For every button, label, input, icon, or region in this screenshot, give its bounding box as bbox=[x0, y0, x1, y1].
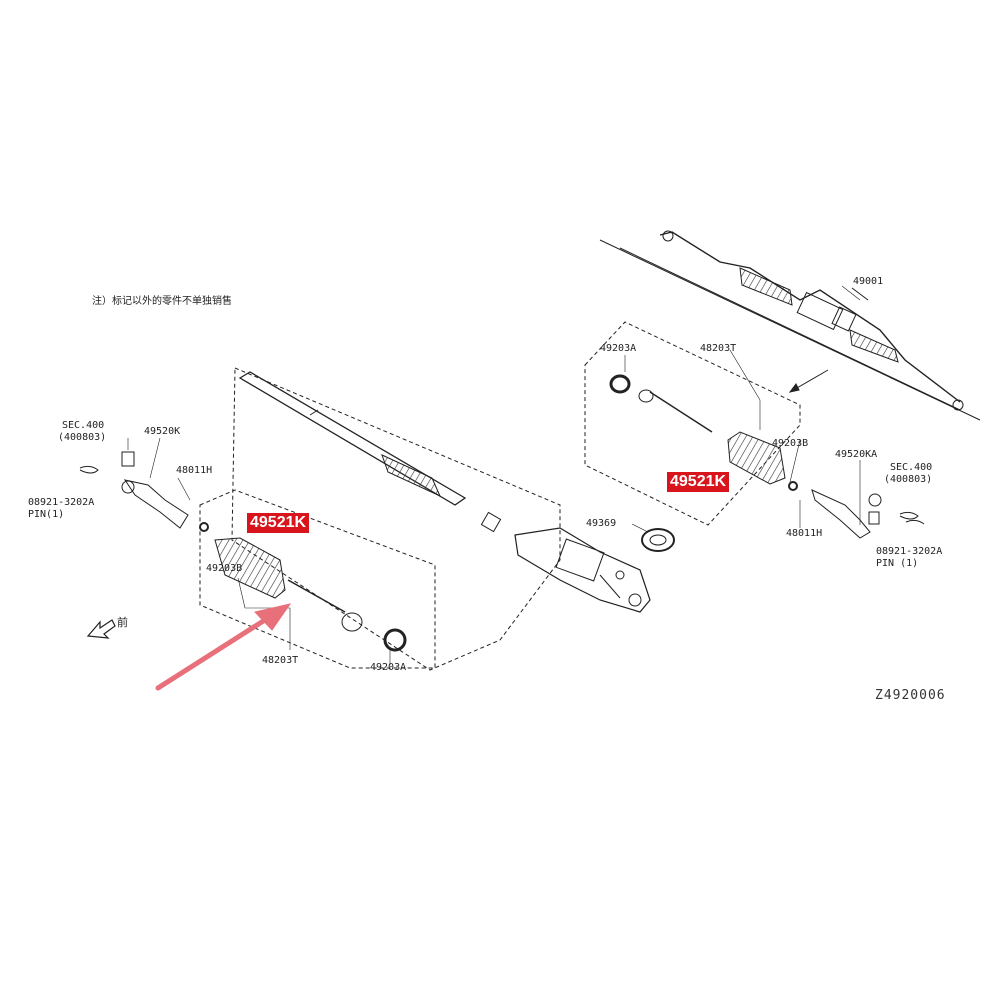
left-tie-rod-end-drawing bbox=[79, 438, 189, 529]
right-nut-label: 48011H bbox=[786, 528, 823, 539]
right-tie-rod-end-drawing bbox=[811, 489, 925, 539]
rack-bar-drawing bbox=[238, 371, 502, 533]
steering-assembly-drawing bbox=[599, 230, 981, 421]
callout-arrow-icon bbox=[155, 603, 292, 691]
right-sec-label: SEC.400 bbox=[890, 462, 933, 473]
mount-label: 49369 bbox=[586, 518, 617, 529]
right-inner-parts bbox=[609, 374, 798, 491]
right-sec-ref-label: (400803) bbox=[884, 474, 933, 485]
left-pin-part-label: 08921-3202A bbox=[28, 497, 95, 508]
right-pin-label: PIN (1) bbox=[876, 558, 919, 569]
front-label: 前 bbox=[117, 616, 128, 629]
right-group-box bbox=[584, 321, 801, 526]
right-pin-part-label: 08921-3202A bbox=[876, 546, 943, 557]
left-inner-parts bbox=[199, 522, 407, 652]
right-clamp-label: 49203A bbox=[600, 343, 637, 354]
left-group-box bbox=[199, 489, 436, 669]
assembly-label: 49001 bbox=[853, 276, 884, 287]
right-inner-rod-label: 48203T bbox=[700, 343, 737, 354]
note-text: 注）标记以外的零件不单独销售 bbox=[92, 296, 232, 307]
right-highlight-badge: 49521K bbox=[667, 472, 730, 492]
left-tie-rod-end-label: 49520K bbox=[144, 426, 181, 437]
left-pin-label: PIN(1) bbox=[28, 509, 65, 520]
left-nut-label: 48011H bbox=[176, 465, 213, 476]
diagram-code: Z4920006 bbox=[875, 688, 946, 703]
leader-lines bbox=[149, 285, 861, 665]
left-highlight-badge: 49521K bbox=[247, 513, 310, 533]
front-arrow-icon bbox=[86, 619, 116, 639]
gear-housing-drawing bbox=[514, 527, 651, 613]
left-inner-rod-label: 48203T bbox=[262, 655, 299, 666]
left-sec-ref-label: (400803) bbox=[58, 432, 107, 443]
left-clamp-label: 49203A bbox=[370, 662, 407, 673]
left-sec-label: SEC.400 bbox=[62, 420, 105, 431]
left-boot-label: 49203B bbox=[206, 563, 243, 574]
right-boot-label: 49203B bbox=[772, 438, 809, 449]
mount-bushing-drawing bbox=[641, 528, 675, 552]
right-tie-rod-end-label: 49520KA bbox=[835, 449, 878, 460]
